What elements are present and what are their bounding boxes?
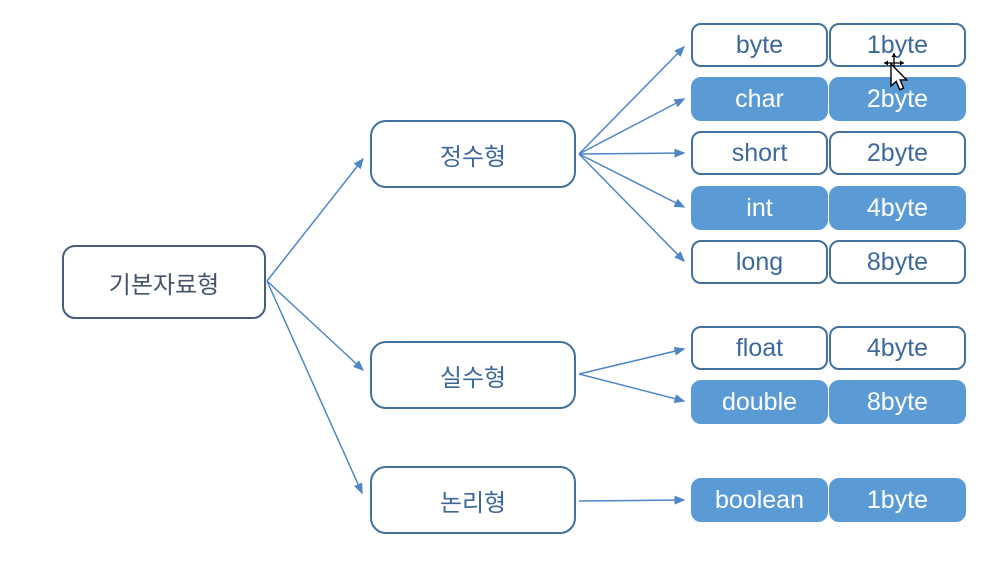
type-name-label: byte (735, 30, 784, 59)
root-node-label: 기본자료형 (108, 271, 220, 299)
type-name-label: short (731, 138, 788, 167)
type-size-label: 8byte (866, 387, 929, 416)
category-node-integer[interactable]: 정수형 (370, 120, 576, 188)
category-label: 정수형 (439, 143, 507, 171)
type-name-label: char (735, 84, 784, 113)
type-size-box[interactable]: 4byte (829, 326, 966, 370)
type-name-box[interactable]: double (691, 380, 828, 424)
type-name-label: boolean (715, 485, 804, 514)
type-size-label: 1byte (866, 485, 929, 514)
type-row-int: int 4byte (691, 186, 966, 230)
type-row-byte: byte 1byte (691, 23, 966, 67)
type-row-float: float 4byte (691, 326, 966, 370)
type-row-long: long 8byte (691, 240, 966, 284)
type-name-box[interactable]: long (691, 240, 828, 284)
category-node-logical[interactable]: 논리형 (370, 466, 576, 534)
type-size-label: 4byte (866, 333, 929, 362)
type-row-short: short 2byte (691, 131, 966, 175)
type-name-box[interactable]: short (691, 131, 828, 175)
type-size-label: 8byte (866, 247, 929, 276)
type-name-box[interactable]: int (691, 186, 828, 230)
type-size-box[interactable]: 8byte (829, 240, 966, 284)
type-name-label: long (735, 247, 784, 276)
type-name-label: float (735, 333, 784, 362)
type-size-label: 4byte (866, 193, 929, 222)
category-label: 논리형 (439, 489, 507, 517)
type-row-char: char 2byte (691, 77, 966, 121)
type-row-double: double 8byte (691, 380, 966, 424)
type-size-box[interactable]: 4byte (829, 186, 966, 230)
category-node-floating[interactable]: 실수형 (370, 341, 576, 409)
type-size-label: 1byte (866, 30, 929, 59)
category-label: 실수형 (439, 364, 507, 392)
root-node[interactable]: 기본자료형 (62, 245, 266, 319)
type-name-box[interactable]: boolean (691, 478, 828, 522)
type-name-box[interactable]: byte (691, 23, 828, 67)
type-name-label: double (721, 387, 798, 416)
type-name-label: int (746, 193, 773, 222)
type-size-box[interactable]: 2byte (829, 131, 966, 175)
type-size-box[interactable]: 1byte (829, 478, 966, 522)
type-size-box[interactable]: 8byte (829, 380, 966, 424)
type-name-box[interactable]: float (691, 326, 828, 370)
type-name-box[interactable]: char (691, 77, 828, 121)
type-row-boolean: boolean 1byte (691, 478, 966, 522)
type-size-box[interactable]: 2byte (829, 77, 966, 121)
type-size-box[interactable]: 1byte (829, 23, 966, 67)
type-size-label: 2byte (866, 84, 929, 113)
type-size-label: 2byte (866, 138, 929, 167)
